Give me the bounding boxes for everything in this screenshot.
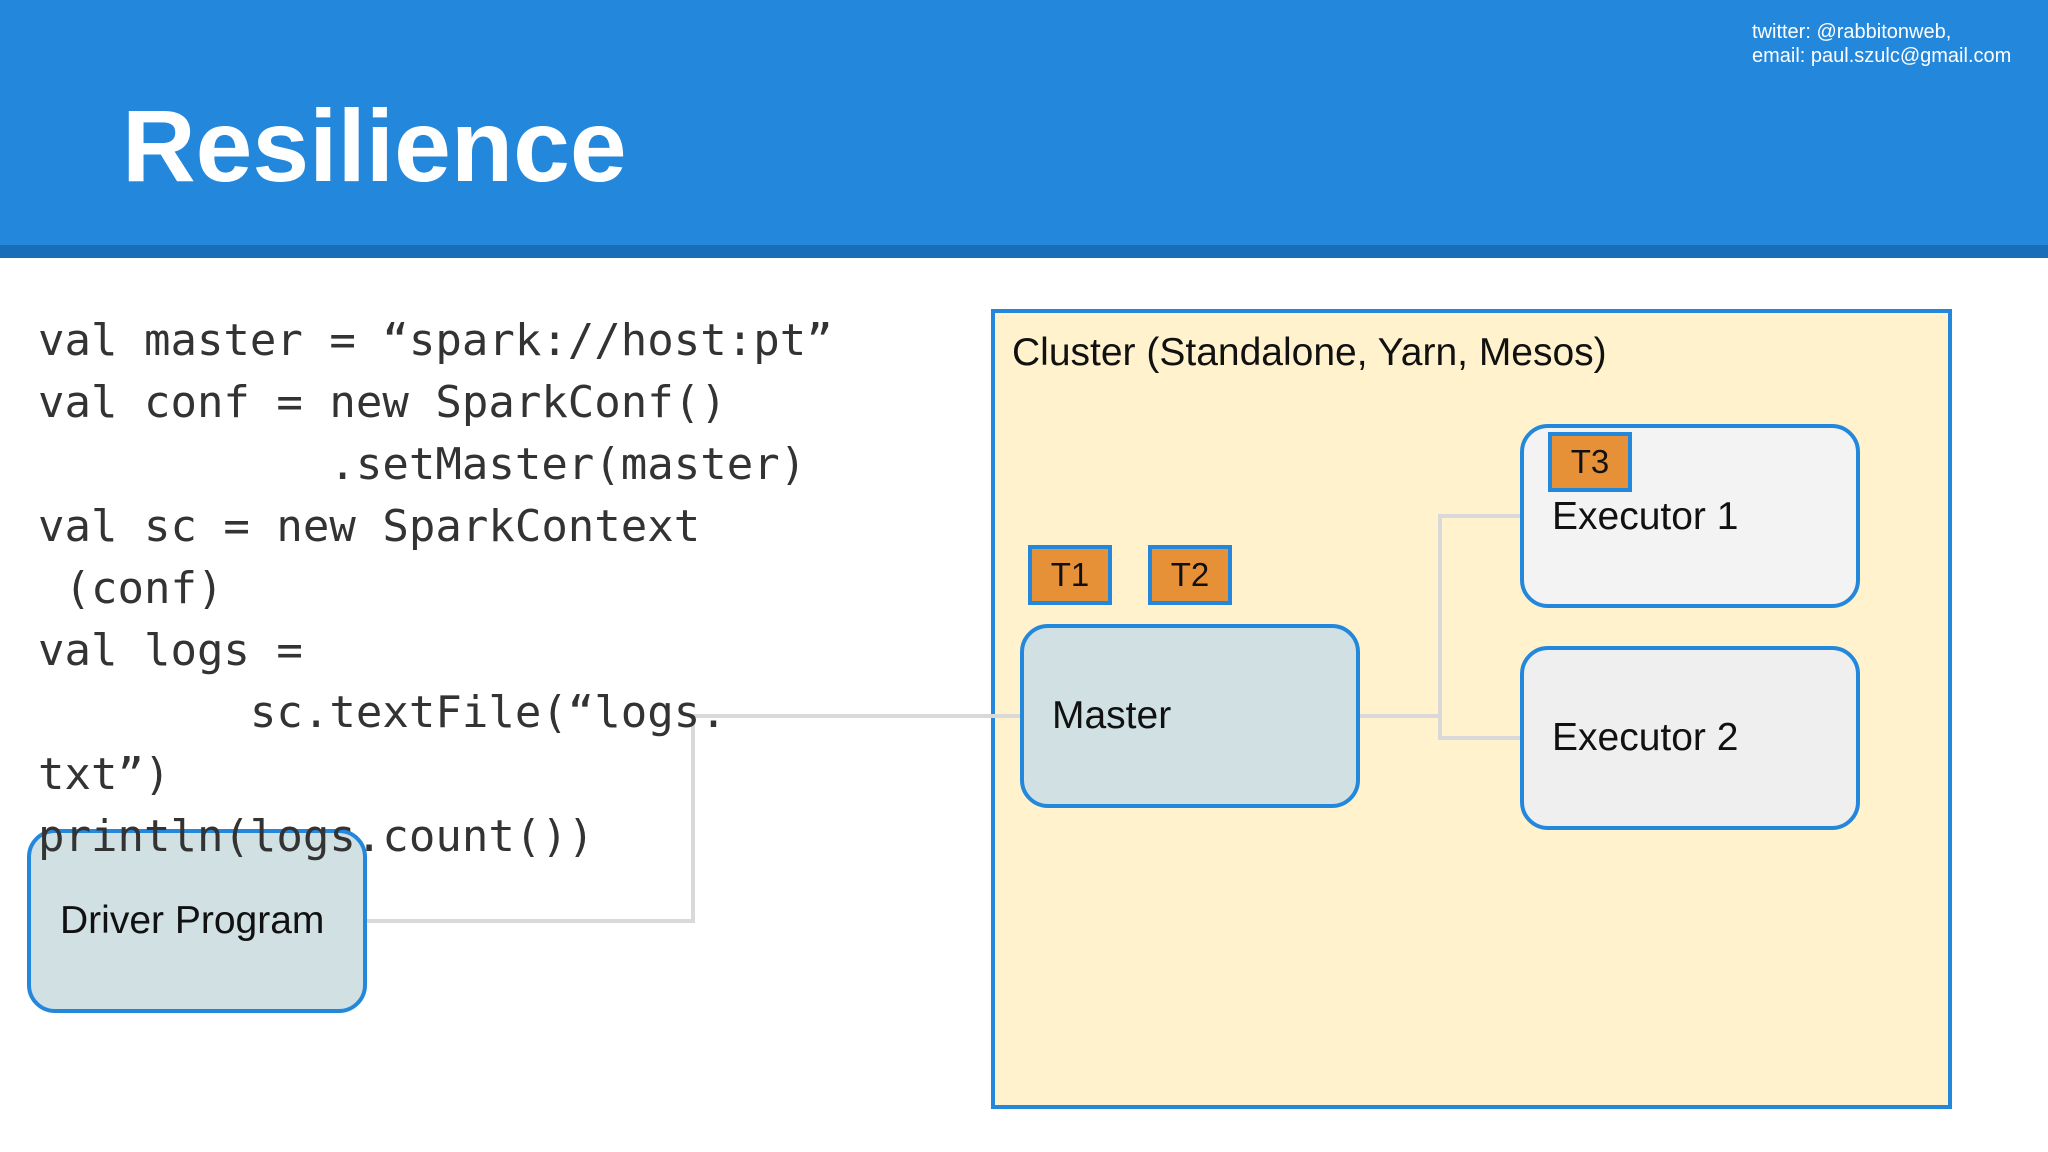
code-line: println(logs.count()) <box>38 811 595 862</box>
driver-program-node: Driver Program <box>27 829 367 1013</box>
code-line: .setMaster(master) <box>38 439 807 490</box>
executor-2-label: Executor 2 <box>1552 716 1739 759</box>
code-line: val conf = new SparkConf() <box>38 377 727 428</box>
driver-program-label: Driver Program <box>60 899 325 942</box>
task-t3: T3 <box>1548 432 1632 492</box>
code-line: sc.textFile(“logs. <box>38 687 727 738</box>
code-line: txt”) <box>38 749 171 800</box>
slide-header <box>0 0 2048 245</box>
task-t1: T1 <box>1028 545 1112 605</box>
code-line: val logs = <box>38 625 303 676</box>
master-node: Master <box>1020 624 1360 808</box>
cluster-label: Cluster (Standalone, Yarn, Mesos) <box>1012 331 1607 374</box>
twitter-handle: twitter: @rabbitonweb, <box>1752 21 1952 43</box>
slide-title: Resilience <box>122 89 627 203</box>
executor-1-label: Executor 1 <box>1552 495 1739 538</box>
code-line: (conf) <box>38 563 224 614</box>
task-t2: T2 <box>1148 545 1232 605</box>
code-line: val sc = new SparkContext <box>38 501 701 552</box>
executor-1-node: Executor 1 <box>1520 424 1860 608</box>
code-line: val master = “spark://host:pt” <box>38 315 833 366</box>
master-label: Master <box>1052 694 1172 737</box>
executor-2-node: Executor 2 <box>1520 646 1860 830</box>
code-block: val master = “spark://host:pt” val conf … <box>38 310 833 868</box>
contact-info: twitter: @rabbitonweb, email: paul.szulc… <box>1752 20 2011 68</box>
email-address: email: paul.szulc@gmail.com <box>1752 45 2012 67</box>
header-divider <box>0 245 2048 258</box>
